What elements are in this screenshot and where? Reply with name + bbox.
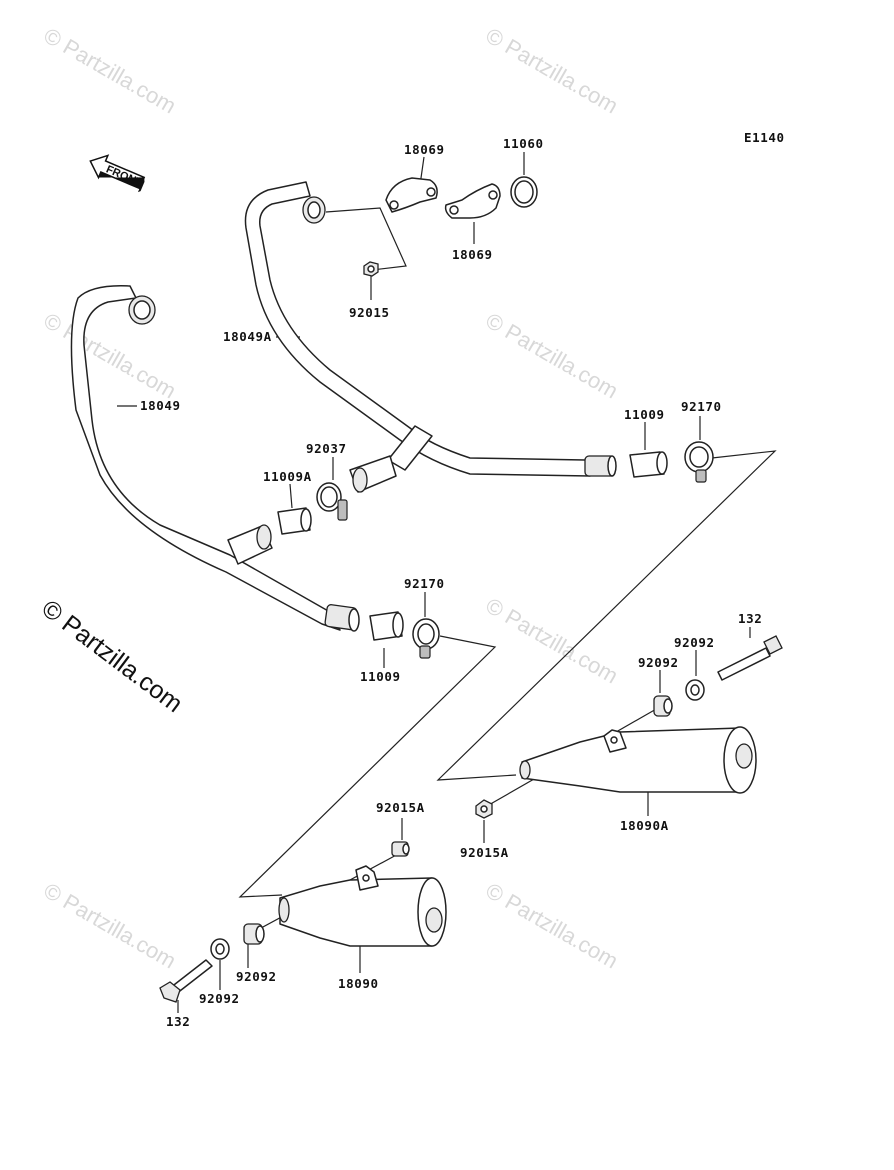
- exhaust-pipe-18049A: [244, 181, 617, 493]
- muffler-18090A: [519, 726, 757, 794]
- nut-92015A-right: [475, 799, 493, 819]
- watermark: © Partzilla.com: [482, 308, 623, 404]
- part-label-92170-left: 92170: [404, 576, 445, 591]
- holder-18069-bottom: [444, 183, 501, 219]
- gasket-11009-right: [629, 451, 668, 478]
- part-label-18069-top: 18069: [404, 142, 445, 157]
- part-label-92170-right: 92170: [681, 399, 722, 414]
- collar-92092-l2: [210, 938, 230, 960]
- part-label-92037: 92037: [306, 441, 347, 456]
- gasket-11009A: [277, 507, 312, 535]
- part-label-11060: 11060: [503, 136, 544, 151]
- part-label-92092-l1: 92092: [236, 969, 277, 984]
- front-arrow-icon: FRONT: [89, 154, 146, 193]
- exhaust-pipe-18049: [70, 285, 360, 632]
- watermark-main: © Partzilla.com: [36, 594, 187, 718]
- part-label-132-right: 132: [738, 611, 762, 626]
- gasket-11009-left: [369, 611, 404, 641]
- nut-92015A-left: [391, 841, 410, 857]
- part-label-18090A: 18090A: [620, 818, 669, 833]
- muffler-18090: [278, 865, 447, 947]
- part-label-92092-r1: 92092: [674, 635, 715, 650]
- part-label-92015: 92015: [349, 305, 390, 320]
- part-label-18090: 18090: [338, 976, 379, 991]
- front-label: FRONT: [104, 163, 144, 189]
- gasket-11060: [510, 176, 538, 208]
- watermark: © Partzilla.com: [482, 878, 623, 974]
- part-label-11009-left: 11009: [360, 669, 401, 684]
- part-label-92092-r2: 92092: [638, 655, 679, 670]
- part-label-18069-bottom: 18069: [452, 247, 493, 262]
- watermark: © Partzilla.com: [40, 878, 181, 974]
- clamp-92037: [316, 482, 348, 521]
- part-label-92092-l2: 92092: [199, 991, 240, 1006]
- watermark: © Partzilla.com: [40, 23, 181, 119]
- part-label-18049A: 18049A: [223, 329, 272, 344]
- part-labels: 18069 11060 18069 92015 18049A 18049 110…: [140, 136, 762, 1029]
- part-label-11009-right: 11009: [624, 407, 665, 422]
- part-label-92015A-left: 92015A: [376, 800, 425, 815]
- part-label-11009A: 11009A: [263, 469, 312, 484]
- part-label-18049: 18049: [140, 398, 181, 413]
- bolt-132-left: [159, 959, 213, 1003]
- clamp-92170-left: [412, 618, 440, 659]
- collar-92092-r1: [685, 679, 705, 701]
- collar-92092-r2: [653, 695, 673, 717]
- watermark: © Partzilla.com: [482, 593, 623, 689]
- watermark: © Partzilla.com: [40, 308, 181, 404]
- part-label-132-left: 132: [166, 1014, 190, 1029]
- watermark: © Partzilla.com: [482, 23, 623, 119]
- holder-18069-top: [385, 177, 438, 213]
- bolt-132-right: [717, 635, 783, 681]
- nut-92015: [363, 261, 379, 277]
- leader-lines: [117, 152, 777, 1013]
- diagram-code: E1140: [744, 130, 785, 145]
- collar-92092-l1: [243, 923, 265, 945]
- part-label-92015A-right: 92015A: [460, 845, 509, 860]
- clamp-92170-right: [684, 441, 714, 483]
